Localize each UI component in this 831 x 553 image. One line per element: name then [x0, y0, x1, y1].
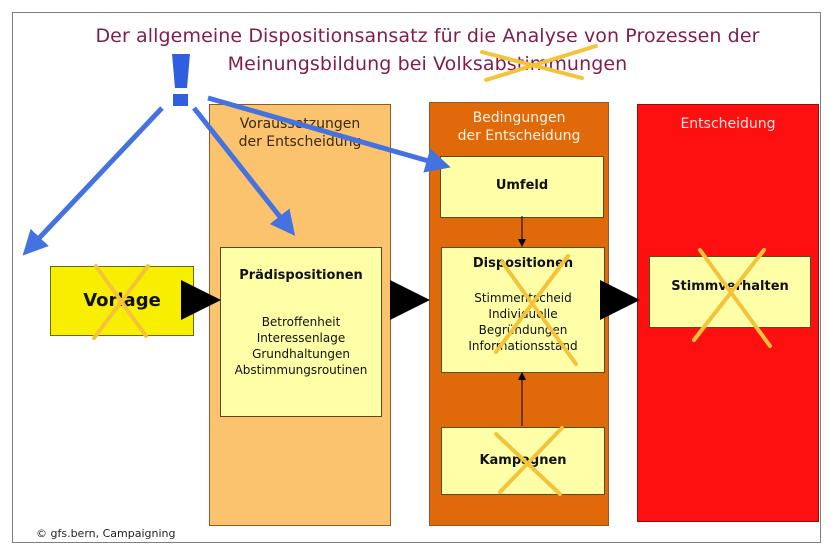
copyright-footer: © gfs.bern, Campaigning: [36, 527, 176, 540]
column-entscheidung-label: Entscheidung: [680, 116, 776, 132]
kampagnen-box: Kampagnen: [441, 427, 605, 495]
exclamation-icon: [172, 54, 190, 106]
column-bedingungen-line1: Bedingungen: [472, 110, 566, 126]
praedispositionen-item: Betroffenheit: [261, 315, 341, 329]
umfeld-head: Umfeld: [495, 178, 549, 193]
cross-dispositionen-icon: [494, 254, 578, 366]
cross-kampagnen-icon: [494, 426, 564, 496]
slide-title: Der allgemeine Dispositionsansatz für di…: [40, 22, 815, 78]
dispositionen-list: Stimmentscheid Individuelle Begründungen…: [442, 290, 604, 354]
dispositionen-item: Begründungen: [478, 323, 568, 337]
praedispositionen-box: Prädispositionen Betroffenheit Interesse…: [220, 247, 382, 417]
dispositionen-item: Stimmentscheid: [474, 291, 572, 305]
title-line-1: Der allgemeine Dispositionsansatz für di…: [95, 25, 760, 47]
umfeld-box: Umfeld: [440, 156, 604, 218]
praedispositionen-item: Interessenlage: [256, 331, 346, 345]
dispositionen-head: Dispositionen: [472, 256, 574, 271]
dispositionen-box: Dispositionen Stimmentscheid Individuell…: [441, 247, 605, 373]
praedispositionen-list: Betroffenheit Interessenlage Grundhaltun…: [221, 314, 381, 378]
blue-arrow-umfeld: [207, 95, 451, 173]
praedispositionen-head: Prädispositionen: [239, 268, 363, 283]
cross-volksabstimmungen-icon: [480, 44, 598, 82]
column-entscheidung-header: Entscheidung: [638, 115, 818, 133]
blue-arrow-left: [22, 106, 164, 256]
blue-arrow-praedispositionen: [192, 106, 296, 236]
column-bedingungen-header: Bedingungen der Entscheidung: [430, 109, 608, 145]
column-voraussetzungen-line2: der Entscheidung: [238, 134, 362, 150]
cross-stimmverhalten-icon: [692, 248, 772, 348]
title-line-2: Meinungsbildung bei Volksabstimmungen: [227, 53, 628, 75]
praedispositionen-item: Grundhaltungen: [252, 347, 350, 361]
stimmverhalten-head: Stimmverhalten: [671, 279, 789, 294]
praedispositionen-item: Abstimmungsroutinen: [234, 363, 368, 377]
cross-vorlage-icon: [92, 264, 150, 340]
column-bedingungen-line2: der Entscheidung: [457, 128, 581, 144]
